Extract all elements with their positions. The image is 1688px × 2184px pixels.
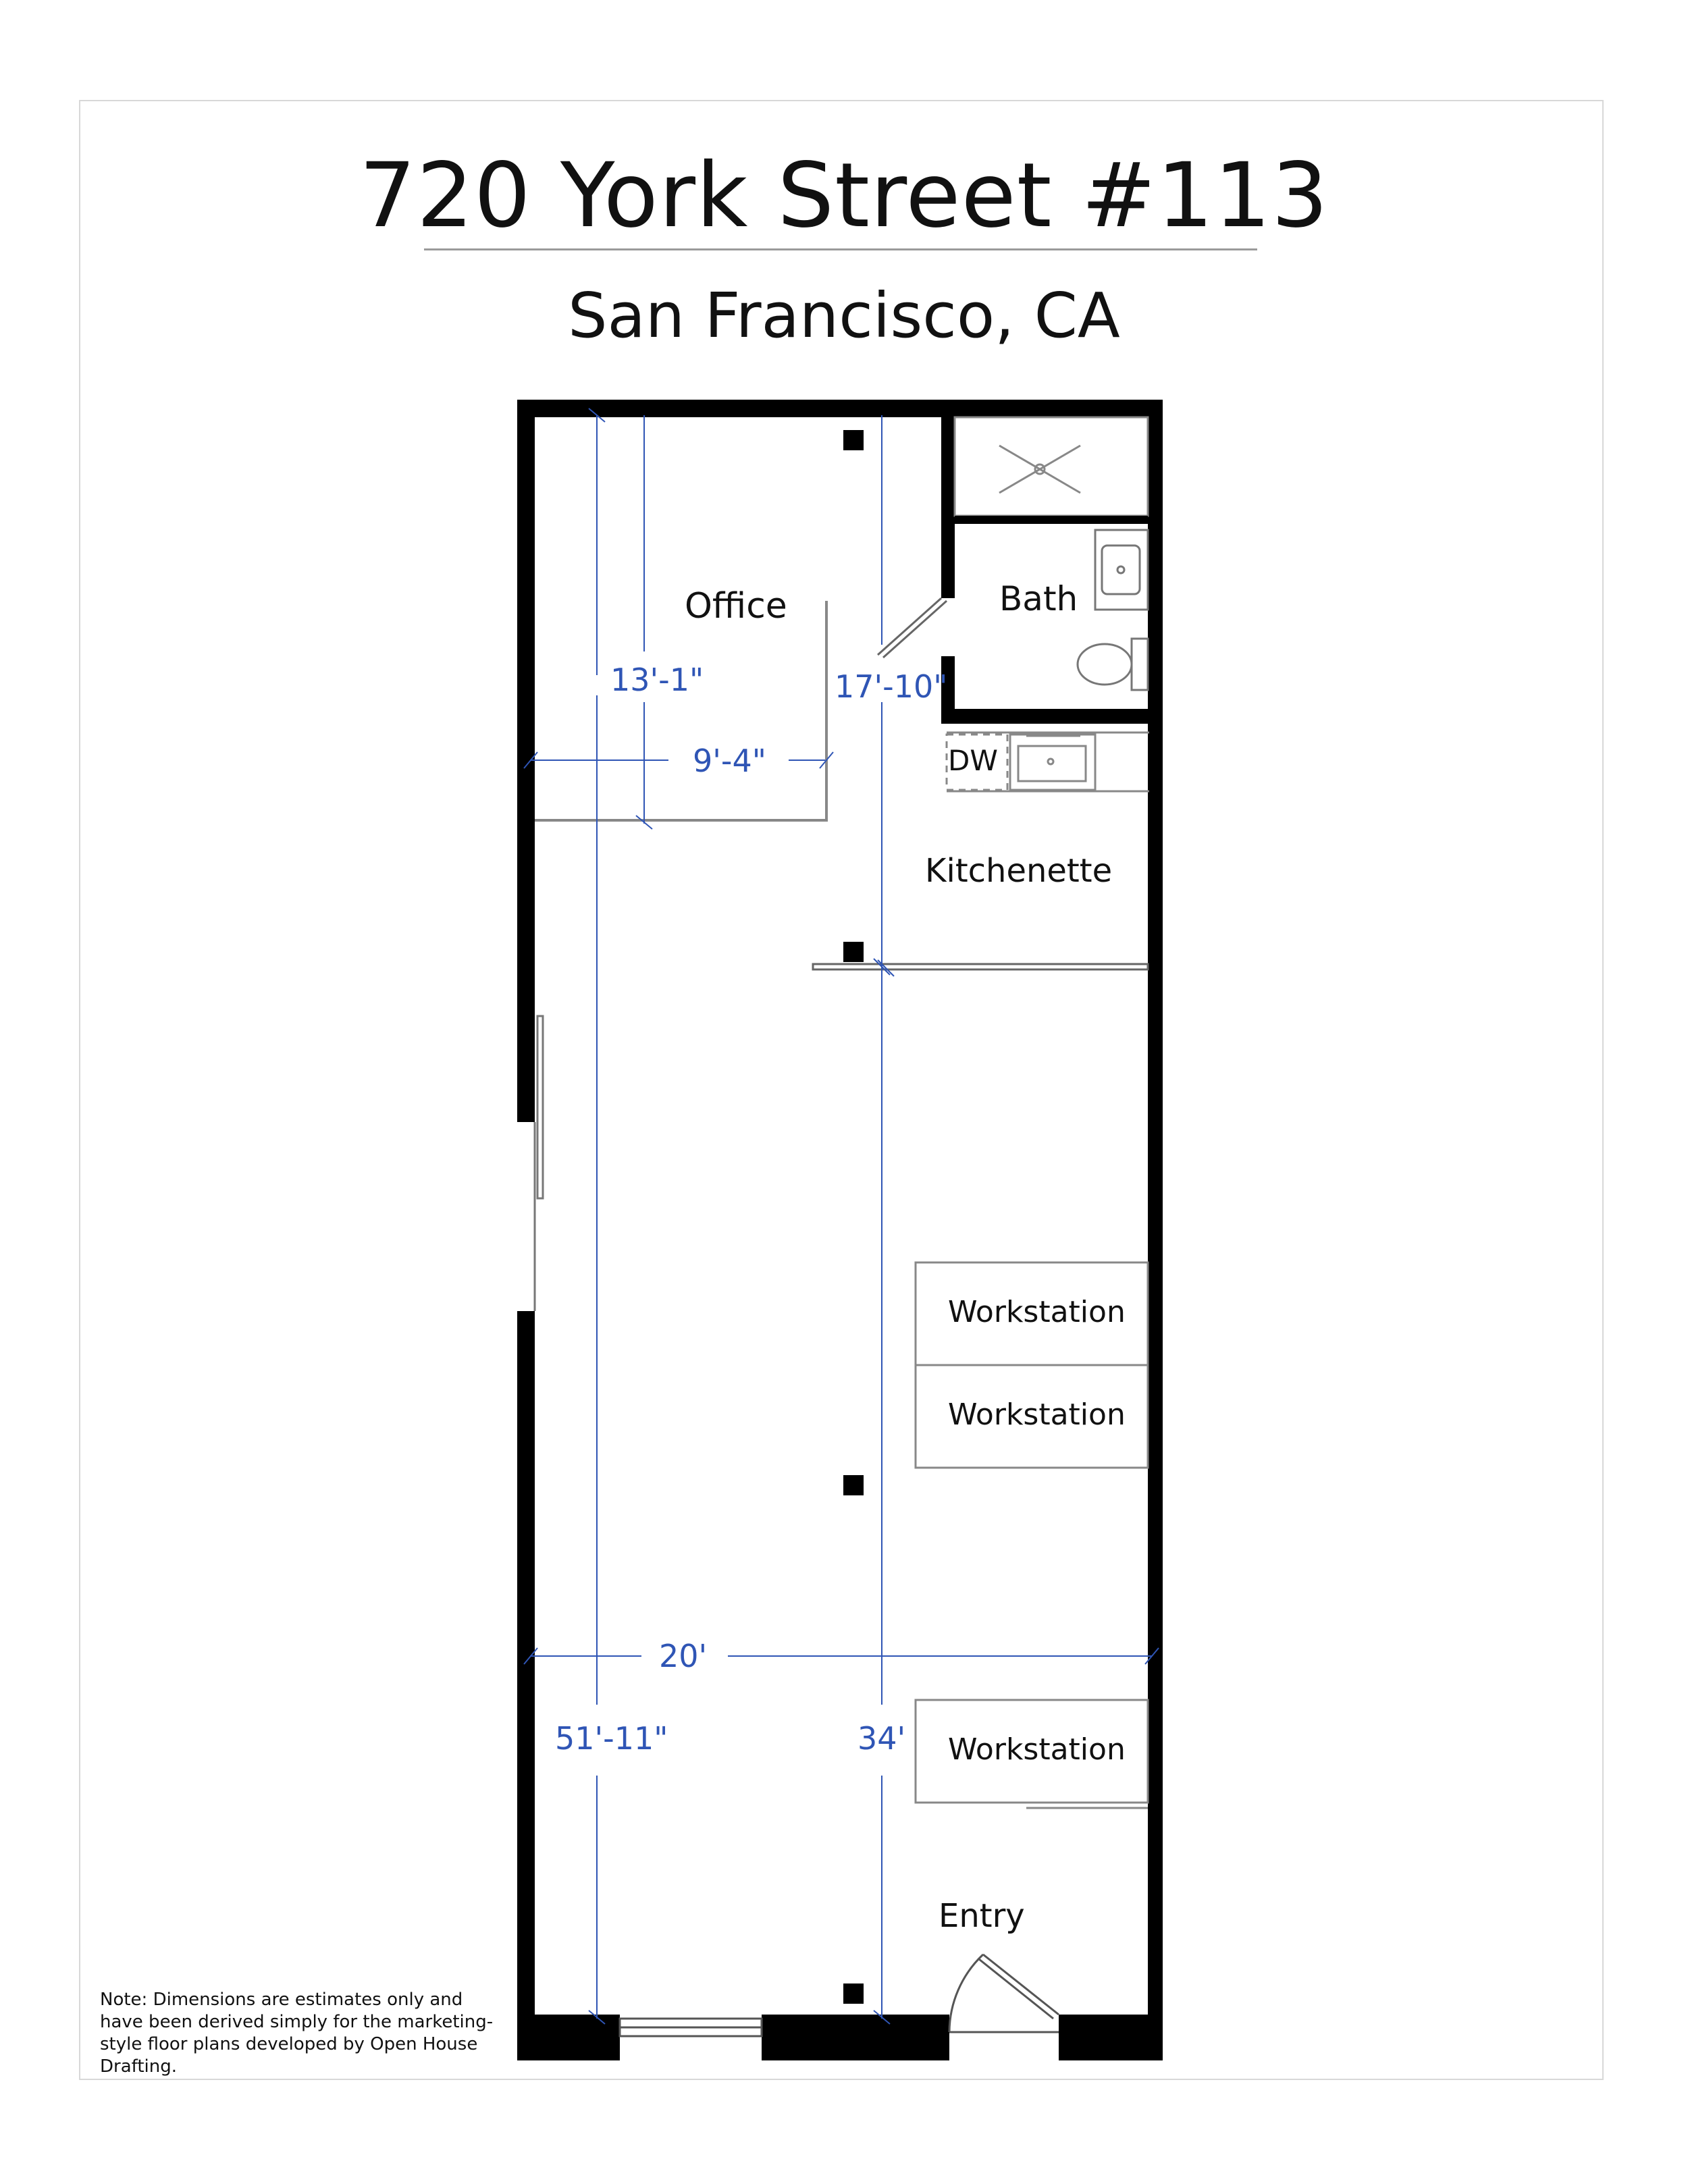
- dim-label-unit-width: 20': [659, 1638, 708, 1674]
- bath-vanity: [1094, 529, 1149, 611]
- toilet: [1076, 637, 1149, 691]
- wall-right: [1148, 400, 1163, 2060]
- dim-label-kitchen-depth: 17'-10": [835, 668, 948, 705]
- room-label-workstation-2: Workstation: [948, 1397, 1126, 1432]
- front-window: [618, 2017, 763, 2037]
- dim-label-unit-depth: 51'-11": [555, 1720, 668, 1757]
- wall-bottom-right: [1059, 2015, 1163, 2060]
- room-label-dw: DW: [948, 744, 998, 777]
- columns: [843, 430, 864, 2004]
- dim-label-office-width: 9'-4": [693, 743, 766, 779]
- bath-sill: [955, 516, 1148, 524]
- column-2: [843, 942, 864, 962]
- bath-walls: [941, 415, 1163, 724]
- entry-door: [948, 1953, 1059, 2033]
- bath-wall-left: [941, 415, 955, 598]
- exterior-walls: [517, 400, 1163, 2060]
- left-sliding-door: [533, 1015, 544, 1311]
- room-label-workstation-1: Workstation: [948, 1295, 1126, 1329]
- disclaimer-note: Note: Dimensions are estimates only and …: [100, 1990, 494, 2077]
- room-label-entry: Entry: [939, 1897, 1025, 1935]
- bath-door: [877, 597, 947, 659]
- column-1: [843, 430, 864, 450]
- page-subtitle: San Francisco, CA: [568, 279, 1120, 352]
- column-3: [843, 1475, 864, 1495]
- room-label-kitchenette: Kitchenette: [925, 852, 1113, 890]
- column-4: [843, 1983, 864, 2004]
- room-label-bath: Bath: [999, 579, 1078, 618]
- room-label-office: Office: [685, 586, 787, 627]
- page-frame: [79, 100, 1604, 2080]
- wall-top: [517, 400, 1163, 417]
- bath-wall-left-lower: [941, 656, 955, 724]
- dim-label-main-depth: 34': [858, 1720, 906, 1757]
- title-divider: [424, 248, 1257, 250]
- wall-left-lower: [517, 1311, 535, 2060]
- wall-bottom-left: [517, 2015, 620, 2060]
- dim-label-office-depth: 13'-1": [610, 662, 704, 698]
- kitchen-partition: [812, 963, 1149, 971]
- shower: [953, 416, 1149, 517]
- dimension-lines: [523, 408, 1159, 2025]
- kitchen-counter: [945, 731, 1149, 793]
- room-label-workstation-3: Workstation: [948, 1732, 1126, 1767]
- wall-bottom-mid: [762, 2015, 949, 2060]
- workstation-desks: [914, 1261, 1149, 1809]
- bath-wall-bottom: [941, 709, 1163, 724]
- office-partition: [535, 601, 828, 822]
- page-title: 720 York Street #113: [359, 144, 1329, 248]
